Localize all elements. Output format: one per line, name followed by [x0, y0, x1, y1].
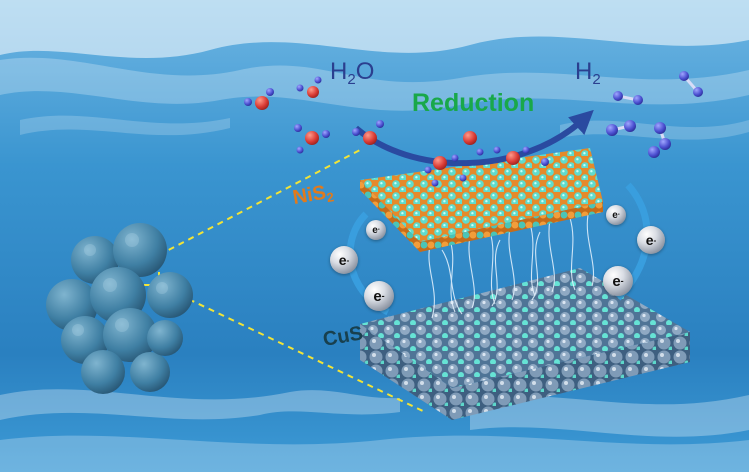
reduction-arrow	[354, 109, 594, 167]
charge-transfer-filaments	[428, 214, 595, 319]
hydrogen-molecules	[606, 71, 703, 158]
electron-badge: e-	[603, 266, 633, 296]
nanoflower-cluster	[46, 223, 193, 394]
water-formula-label: H2O	[330, 58, 375, 88]
hydrogen-formula-label: H2	[575, 58, 601, 88]
water-molecules	[244, 76, 384, 154]
electron-badge: e-	[364, 281, 394, 311]
electron-badge: e-	[366, 220, 386, 240]
nis2-slab	[360, 148, 603, 252]
electron-badge: e-	[637, 226, 665, 254]
surface-intermediates	[424, 131, 549, 187]
electron-badge: e-	[330, 246, 358, 274]
cus-slab	[360, 268, 690, 420]
electron-badge: e-	[606, 205, 626, 225]
reduction-label: Reduction	[412, 89, 535, 117]
